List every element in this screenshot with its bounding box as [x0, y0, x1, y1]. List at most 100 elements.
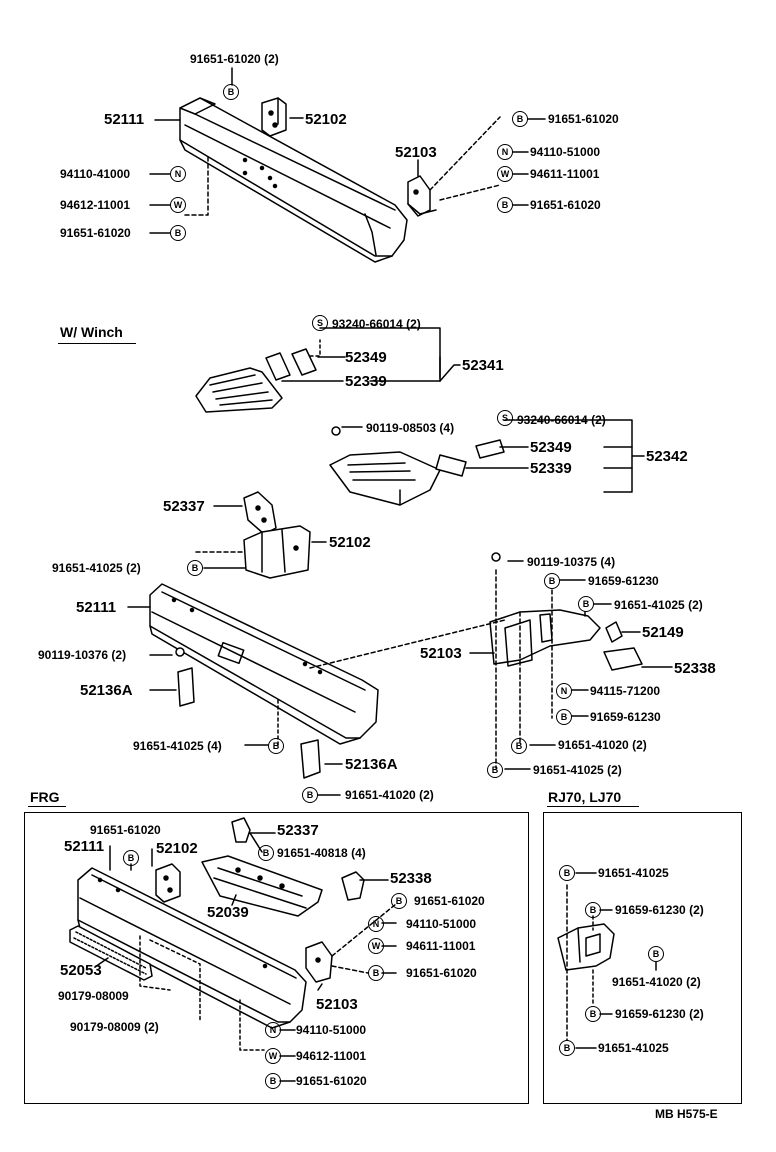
winch-frame-52103-drawing — [489, 552, 643, 671]
rj70-part-91651-41025-b: 91651-41025 — [598, 1041, 669, 1055]
bolt-icon: B — [559, 865, 575, 881]
winch-plate-52341-drawing — [195, 348, 317, 413]
frg-part-90179-08009-b: 90179-08009 (2) — [70, 1020, 159, 1034]
bolt-icon: B — [648, 946, 664, 962]
frg-part-91651-40818: 91651-40818 (4) — [277, 846, 366, 860]
screw-icon: S — [497, 410, 513, 426]
bolt-icon: B — [511, 738, 527, 754]
rj70-frame — [543, 812, 742, 1104]
winch-part-91651-41025-2r: 91651-41025 (2) — [614, 598, 703, 612]
frg-part-52111: 52111 — [64, 838, 105, 855]
frg-part-90179-08009-a: 90179-08009 — [58, 989, 129, 1003]
frg-part-91651-61020: 91651-61020 — [90, 823, 161, 837]
top-leader-lines — [149, 67, 546, 234]
bolt-icon: B — [268, 738, 284, 754]
winch-part-91651-41025-4: 91651-41025 (4) — [133, 739, 222, 753]
bolt-icon: B — [368, 965, 384, 981]
winch-part-91651-41020-2r: 91651-41020 (2) — [558, 738, 647, 752]
rj70-part-91659-61230-2a: 91659-61230 (2) — [615, 903, 704, 917]
bolt-icon: B — [544, 573, 560, 589]
winch-part-52349-b: 52349 — [530, 439, 572, 456]
winch-part-52349-a: 52349 — [345, 349, 387, 366]
bolt-icon: B — [223, 84, 239, 100]
frg-frame — [24, 812, 529, 1104]
frg-part-52039: 52039 — [207, 904, 249, 921]
winch-part-93240-66014-a: 93240-66014 (2) — [332, 317, 421, 331]
bolt-icon: B — [187, 560, 203, 576]
winch-part-91651-41020-2b: 91651-41020 (2) — [345, 788, 434, 802]
top-part-91651-61020-2: 91651-61020 (2) — [190, 52, 279, 66]
frg-part-94110-51000-b: 94110-51000 — [296, 1023, 367, 1037]
nut-icon: N — [265, 1022, 281, 1038]
winch-leader-lines — [127, 327, 673, 796]
winch-part-91651-41025-2: 91651-41025 (2) — [52, 561, 141, 575]
frg-part-94611-11001: 94611-11001 — [406, 939, 476, 953]
bolt-icon: B — [512, 111, 528, 127]
frg-part-94110-51000-r: 94110-51000 — [406, 917, 477, 931]
frg-plate-52039-drawing — [201, 855, 323, 917]
rj70-part-91651-41025-a: 91651-41025 — [598, 866, 669, 880]
winch-part-52102: 52102 — [329, 534, 371, 551]
winch-part-52338: 52338 — [674, 660, 716, 677]
winch-part-93240-66014-b: 93240-66014 (2) — [517, 413, 606, 427]
winch-part-52136A-b: 52136A — [345, 756, 398, 773]
winch-part-52342: 52342 — [646, 448, 688, 465]
bolt-icon: B — [170, 225, 186, 241]
top-part-91651-61020-r2: 91651-61020 — [530, 198, 601, 212]
top-bumper-drawing — [179, 97, 408, 263]
winch-part-91659-61230-a: 91659-61230 — [588, 574, 659, 588]
winch-bracket-52102-drawing — [243, 525, 311, 579]
bolt-icon: B — [265, 1073, 281, 1089]
winch-bracket-52136A-drawing — [175, 647, 321, 779]
top-part-94611-11001: 94611-11001 — [530, 167, 600, 181]
winch-part-90119-10375: 90119-10375 (4) — [527, 555, 616, 569]
winch-part-90119-08503: 90119-08503 (4) — [366, 421, 455, 435]
rj70-bracket-drawing — [557, 923, 615, 971]
bolt-icon: B — [578, 596, 594, 612]
winch-part-52103: 52103 — [420, 645, 462, 662]
frg-part-94612-11001: 94612-11001 — [296, 1049, 367, 1063]
frg-grille-52053-drawing — [69, 925, 153, 981]
frg-leader-lines — [94, 832, 397, 1082]
winch-part-52339-b: 52339 — [530, 460, 572, 477]
frg-part-52337: 52337 — [277, 822, 319, 839]
top-part-52103: 52103 — [395, 144, 437, 161]
winch-part-94115-71200: 94115-71200 — [590, 684, 661, 698]
top-part-52111: 52111 — [104, 111, 145, 128]
top-bracket-52102-drawing — [261, 97, 287, 137]
washer-icon: W — [170, 197, 186, 213]
top-part-94110-41000: 94110-41000 — [60, 167, 131, 181]
bolt-icon: B — [487, 762, 503, 778]
winch-part-52339-a: 52339 — [345, 373, 387, 390]
bolt-icon: B — [585, 1006, 601, 1022]
frg-bracket-52102-drawing — [155, 863, 181, 903]
bolt-icon: B — [497, 197, 513, 213]
frg-part-91651-61020-r2: 91651-61020 — [406, 966, 477, 980]
winch-part-52136A-a: 52136A — [80, 682, 133, 699]
winch-part-52149: 52149 — [642, 624, 684, 641]
winch-part-91651-41025-2r2: 91651-41025 (2) — [533, 763, 622, 777]
frg-part-52338: 52338 — [390, 870, 432, 887]
washer-icon: W — [497, 166, 513, 182]
frg-bracket-52337-drawing — [231, 817, 251, 843]
frg-part-91651-61020-r1: 91651-61020 — [414, 894, 485, 908]
frg-part-52103: 52103 — [316, 996, 358, 1013]
top-part-91651-61020-r1: 91651-61020 — [548, 112, 619, 126]
screw-icon: S — [312, 315, 328, 331]
winch-part-52341: 52341 — [462, 357, 504, 374]
bolt-icon: B — [123, 850, 139, 866]
section-title-frg: FRG — [30, 789, 60, 805]
nut-icon: N — [368, 916, 384, 932]
bolt-icon: B — [302, 787, 318, 803]
rj70-part-91659-61230-2b: 91659-61230 (2) — [615, 1007, 704, 1021]
nut-icon: N — [497, 144, 513, 160]
winch-part-52337: 52337 — [163, 498, 205, 515]
bolt-icon: B — [258, 845, 274, 861]
top-part-94612-11001: 94612-11001 — [60, 198, 131, 212]
top-part-52102: 52102 — [305, 111, 347, 128]
frg-underline — [28, 806, 66, 807]
section-title-rj70: RJ70, LJ70 — [548, 789, 622, 805]
bolt-icon: B — [556, 709, 572, 725]
w-winch-underline — [58, 343, 136, 344]
